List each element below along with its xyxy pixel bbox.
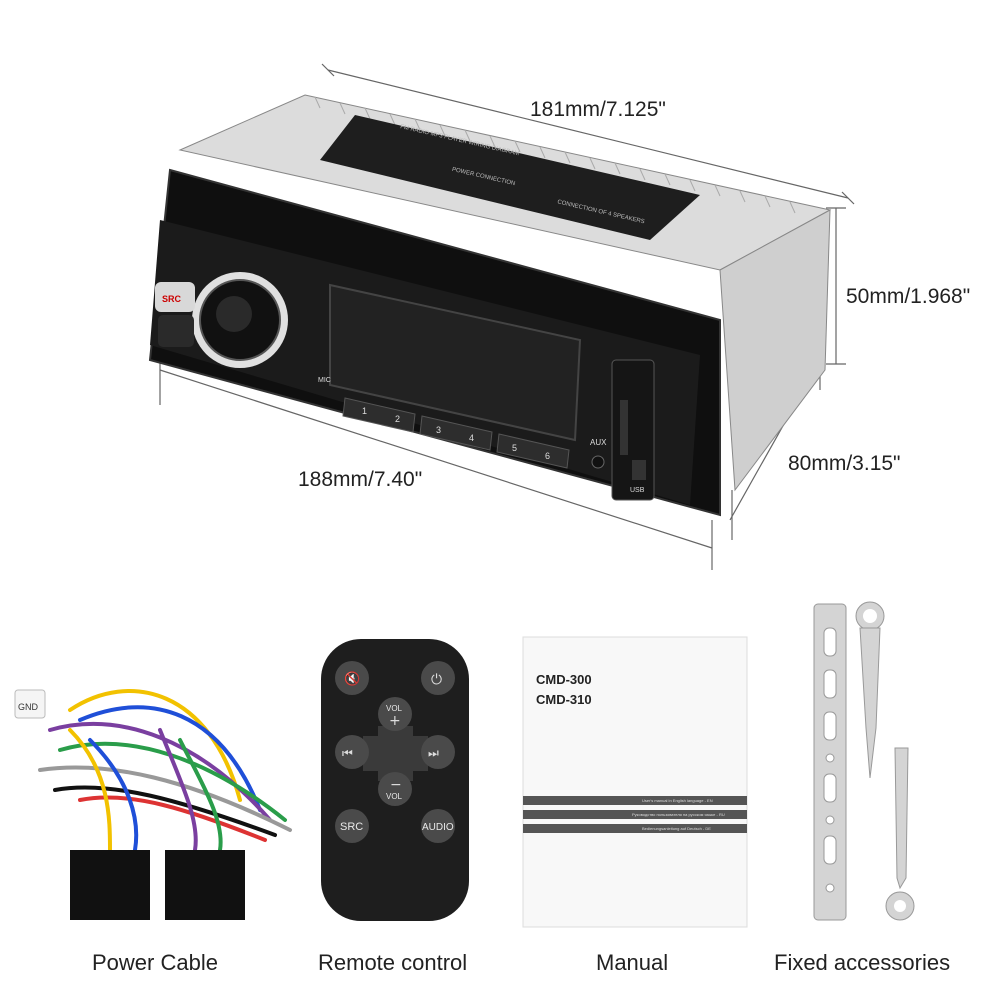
src-button-label: SRC [162, 294, 182, 304]
top-width-label: 181mm/7.125" [530, 98, 666, 121]
next-icon: ⏭ [428, 746, 439, 760]
preset-label-6: 6 [545, 451, 550, 461]
preset-label-3: 3 [436, 425, 441, 435]
black-wire [53, 785, 277, 837]
remote-audio-button[interactable] [421, 809, 455, 843]
vol-down-button[interactable] [378, 772, 412, 806]
vol-up-label: VOL [386, 704, 403, 713]
caption-fixed-accessories: Fixed accessories [774, 950, 951, 975]
preset-button-1-2[interactable] [342, 397, 416, 433]
iso-connector-right [165, 850, 245, 920]
car-radio-illustration: FM RADIO MP3 PLAYER WIRING DIAGRAM POWER… [148, 63, 855, 570]
chassis-fins [314, 96, 796, 214]
remote-audio-label: AUDIO [422, 822, 454, 833]
iso-connector-left [70, 850, 150, 920]
usb-label: USB [630, 487, 645, 494]
preset-label-1: 1 [362, 406, 367, 416]
preset-buttons: 1 2 3 4 5 6 [342, 397, 570, 469]
blue-wire [78, 705, 262, 812]
caption-remote-control: Remote control [318, 950, 468, 975]
power-icon: ⏻ [431, 672, 442, 688]
aux-jack[interactable] [591, 455, 605, 469]
manual-line-2: Руководство пользователя на русском язык… [632, 812, 725, 817]
manual-illustration: CMD-300 CMD-310 User's manual in English… [522, 636, 748, 928]
aux-label: AUX [590, 438, 607, 447]
remote-control-illustration: 🔇 ⏻ VOL + ⏮ ⏭ − VOL SRC AUDIO [321, 639, 469, 921]
caption-power-cable: Power Cable [92, 950, 218, 975]
sd-slot[interactable] [620, 400, 628, 455]
manual-line-3: Bedienungsanleitung auf Deutsch - DE [642, 826, 711, 831]
vol-down-label: VOL [386, 792, 403, 801]
front-width-dimension-line [159, 369, 713, 549]
manual-cover [522, 636, 748, 928]
power-cable-illustration: GND [14, 689, 292, 920]
fixed-accessories-illustration [813, 601, 915, 921]
caption-manual: Manual [596, 950, 669, 975]
remote-src-button[interactable] [335, 809, 369, 843]
preset-label-2: 2 [395, 414, 400, 424]
remote-src-label: SRC [340, 821, 363, 833]
front-width-label: 188mm/7.40" [298, 468, 423, 491]
plus-icon: + [389, 713, 401, 729]
removal-key-2 [894, 747, 909, 890]
remote-power-button[interactable] [421, 661, 455, 695]
preset-button-3-4[interactable] [419, 415, 493, 451]
manual-line-1: User's manual in English language - EN [642, 798, 713, 803]
chassis-side [719, 209, 831, 492]
usb-port[interactable] [632, 460, 646, 480]
vol-up-button[interactable] [378, 697, 412, 731]
manual-model-1: CMD-300 [536, 672, 592, 687]
gray-wire [38, 765, 292, 832]
preset-button-5-6[interactable] [496, 433, 570, 469]
mute-icon: 🔇 [344, 671, 360, 687]
cable-tag [14, 689, 46, 719]
previous-button[interactable] [335, 735, 369, 769]
wiring-sticker [320, 115, 700, 240]
manual-model-2: CMD-310 [536, 692, 592, 707]
src-button[interactable] [155, 282, 195, 312]
yellow-wire [68, 689, 242, 802]
cable-tag-label: GND [18, 702, 39, 712]
remote-mute-button[interactable] [335, 661, 369, 695]
preset-label-5: 5 [512, 443, 517, 453]
mute-button[interactable] [158, 315, 194, 347]
depth-label: 80mm/3.15" [788, 452, 901, 475]
next-button[interactable] [421, 735, 455, 769]
previous-icon: ⏮ [342, 746, 353, 760]
display-screen [329, 283, 582, 442]
mic-label: MIC [318, 377, 331, 384]
top-width-dimension-line [327, 69, 849, 199]
preset-label-4: 4 [469, 433, 474, 443]
minus-icon: − [390, 777, 402, 793]
height-label: 50mm/1.968" [846, 285, 971, 308]
red-wire [78, 795, 267, 842]
